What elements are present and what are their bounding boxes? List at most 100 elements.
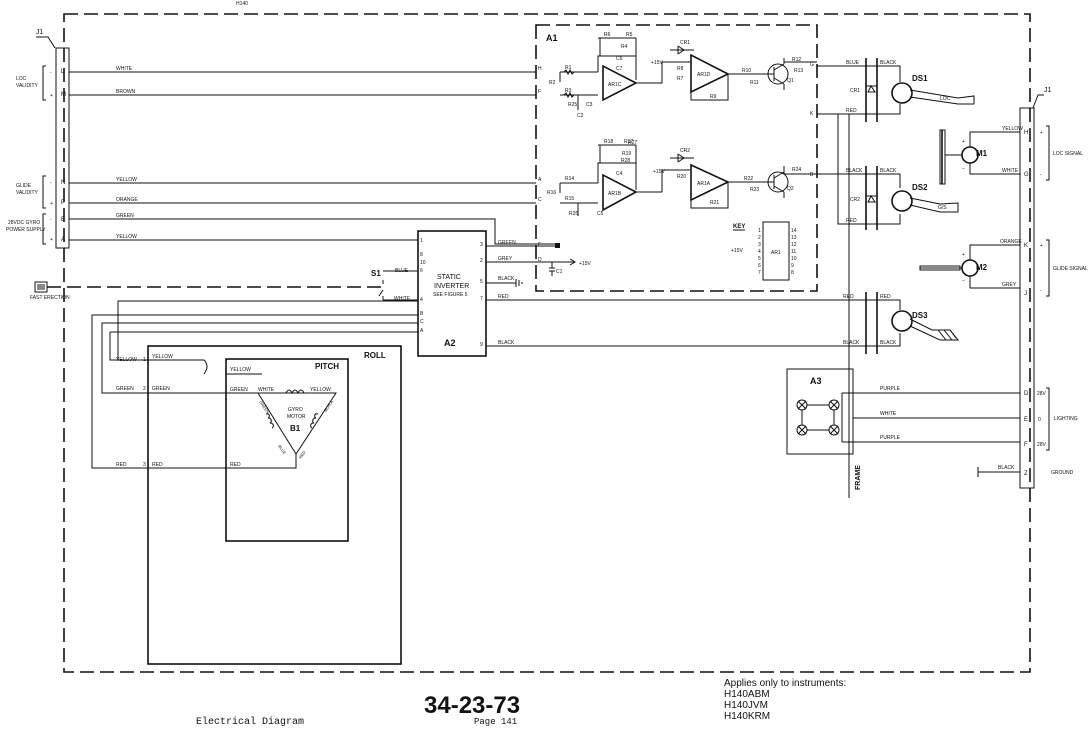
ds3-flag-hatch [937,329,957,341]
key-left-pin: 2 [758,235,761,241]
ground-wire-label: BLACK [998,465,1015,471]
loc-r1 [563,68,575,76]
m1-wire-white [969,163,1020,175]
m1-wire-yellow-label: YELLOW [1002,126,1023,132]
glide-r19-label: R19 [622,151,631,157]
key-chip-name: AR1 [771,250,781,256]
glide-opamp-1 [602,173,638,212]
ds1-wire-red-label: RED [846,108,857,114]
key-right-pin: 14 [791,228,797,234]
pitch-box [225,358,349,542]
pitch-wire-white [258,392,337,455]
glide-feedback [690,182,729,209]
glide-r22-label: R22 [744,176,753,182]
ds2-wire-red [837,114,901,225]
switch-s1-symbol [378,280,384,300]
ds3-wire-black-label: BLACK [843,340,860,346]
gyro-winding-black: BLACK [323,399,335,413]
right-connector-pointer [1032,94,1044,109]
gyro-pin-2: 2 [143,386,146,392]
glide-r18-label: R18 [604,139,613,145]
pitch-wire-green-label: GREEN [230,387,248,393]
wire-brown-loc-label: BROWN [116,89,136,95]
amp-in-f: F [538,89,541,95]
right-label-ground: GROUND [1051,470,1074,476]
key-chip-outline [762,221,790,281]
loc-r25-label: R25 [568,102,577,108]
ds3-wire-red-label-2: RED [880,294,891,300]
ds1-cr1-label: CR1 [850,88,860,94]
key-supply: +15V [731,248,743,254]
amp-board-name: A1 [546,33,558,43]
loc-r13-label: R13 [794,68,803,74]
inverter-wire-green-label: GREEN [498,240,516,246]
right-connector-name: J1 [1044,87,1052,94]
ds3-coil [891,310,913,332]
loc-validity-minus: - [50,70,52,76]
left-pin-n: N [61,180,65,186]
m2-wire-grey [969,276,1020,289]
gyro-winding-blue: BLUE [277,444,287,456]
gyro-supply-plus: + [50,237,53,243]
amp-in-c: C [538,197,542,203]
amp-in-e: E [538,242,542,248]
inverter-pin-10: 10 [420,260,426,266]
key-right-pin: 8 [791,270,794,276]
right-label-lighting: LIGHTING [1054,416,1078,422]
loc-r5-label: R5 [626,32,633,38]
ds3-wire-black-label-2: BLACK [880,340,897,346]
board-r27-label: R27 [628,140,637,146]
lamp-filaments [797,400,839,435]
left-pin-p: P [61,200,65,206]
gyro-winding-green: GREEN [258,400,270,415]
left-connector-name: J1 [36,29,44,36]
document-number: 34-23-73 [424,692,521,719]
key-title: KEY [733,224,745,230]
ds2-wire-black [866,173,901,188]
loc-validity-plus: + [50,93,53,99]
inverter-pin-9: 9 [480,342,483,348]
loc-r3-label: R3 [565,88,572,94]
loc-feedback-r4 [598,37,637,56]
right-pin-g: G [1024,172,1029,178]
gyro-supply-minus: - [50,217,52,223]
inverter-pin-c: C [420,319,424,325]
ds3-bracket [865,292,878,354]
ds2-flag-label: G/S [938,205,947,211]
glide-validity-plus: + [50,201,53,207]
glide-validity-label-1: GLIDE [16,183,32,189]
inverter-pin-2: 2 [480,258,483,264]
inverter-wire-grey-label: GREY [498,256,513,262]
pitch-wire-red [226,454,297,469]
ds1-name: DS1 [912,74,928,83]
right-pol-g: - [1040,172,1042,178]
left-pin-b: B [61,217,65,223]
loc-r8-label: R8 [677,66,684,72]
loc-opamp-2-label: AR1D [697,72,711,78]
m2-wire-grey-label: GREY [1002,282,1017,288]
switch-name: S1 [371,269,381,278]
top-ref: H140 [236,1,248,7]
m2-minus: − [962,278,965,284]
loc-r9-label: R9 [710,94,717,100]
right-volt-e: 0 [1038,417,1041,423]
glide-r14-label: R14 [565,176,574,182]
pitch-wire-yellow-label: YELLOW [230,367,251,373]
loc-r10-label: R10 [742,68,751,74]
gyro-pin-3: 3 [143,462,146,468]
amp-in-a: A [538,177,542,183]
glide-link [636,169,690,193]
ds1-flag-label: LOC [940,96,951,102]
pitch-wire-white-label: WHITE [258,387,275,393]
roll-wire-red-label: RED [152,462,163,468]
loc-q1-leads [768,58,785,90]
right-brace-lighting [1046,387,1050,451]
glide-validity-label-2: VALIDITY [16,190,39,196]
glide-r20-label: R20 [677,174,686,180]
loc-opamp-1-label: AR1C [608,82,622,88]
switch-wire-blue-label: BLUE [395,268,409,274]
document-title: Electrical Diagram [196,717,305,728]
m2-plus: + [962,252,965,258]
m1-wire-yellow [969,131,1020,147]
left-pin-a: A [61,237,65,243]
